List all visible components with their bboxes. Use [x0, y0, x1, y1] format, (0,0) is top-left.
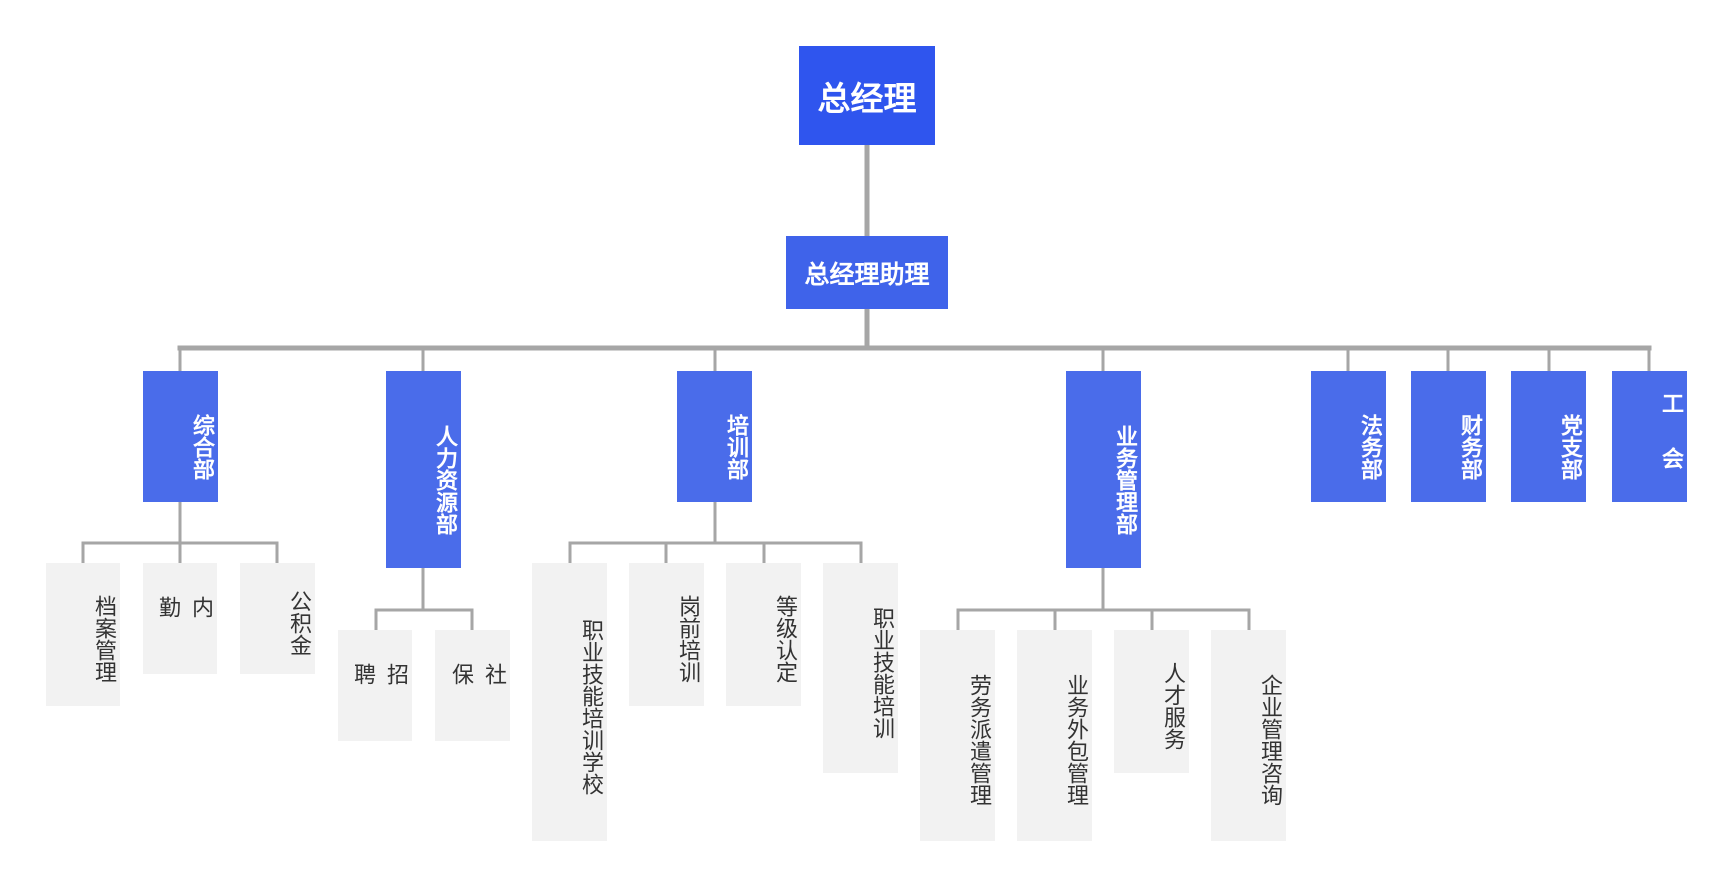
sub-recruitment[interactable]: 招聘	[338, 630, 412, 741]
general-manager-label: 总经理	[817, 78, 917, 118]
sub-label: 公积金	[286, 590, 311, 656]
assistant-box[interactable]: 总经理助理	[786, 236, 948, 309]
sub-pre-job-training[interactable]: 岗前培训	[629, 563, 704, 706]
sub-talent-services[interactable]: 人才服务	[1114, 630, 1189, 773]
sub-label: 岗前培训	[675, 595, 700, 683]
sub-label: 职业技能培训	[869, 606, 894, 739]
dept-label: 工会	[1658, 392, 1683, 502]
dept-label: 法务部	[1357, 414, 1382, 480]
dept-label: 财务部	[1457, 414, 1482, 480]
sub-archive-management[interactable]: 档案管理	[46, 563, 120, 706]
dept-label: 党支部	[1557, 414, 1582, 480]
dept-label: 培训部	[723, 414, 748, 480]
sub-vocational-school[interactable]: 职业技能培训学校	[532, 563, 607, 841]
sub-label: 企业管理咨询	[1257, 674, 1282, 806]
dept-legal[interactable]: 法务部	[1311, 371, 1386, 502]
dept-training[interactable]: 培训部	[677, 371, 752, 502]
dept-label: 综合部	[189, 414, 214, 480]
sub-business-outsourcing[interactable]: 业务外包管理	[1017, 630, 1092, 841]
sub-housing-fund[interactable]: 公积金	[240, 563, 315, 674]
dept-human-resources[interactable]: 人力资源部	[386, 371, 461, 568]
sub-labor-dispatch[interactable]: 劳务派遣管理	[920, 630, 995, 841]
general-manager-box[interactable]: 总经理	[799, 46, 935, 145]
sub-social-insurance[interactable]: 社保	[435, 630, 510, 741]
dept-business-management[interactable]: 业务管理部	[1066, 371, 1141, 568]
sub-enterprise-consulting[interactable]: 企业管理咨询	[1211, 630, 1286, 841]
dept-label: 人力资源部	[432, 425, 457, 535]
sub-label: 招聘	[350, 662, 408, 718]
sub-label: 等级认定	[772, 595, 797, 683]
sub-label: 社保	[448, 662, 506, 718]
assistant-label: 总经理助理	[804, 259, 930, 289]
dept-party-branch[interactable]: 党支部	[1511, 371, 1586, 502]
sub-label: 档案管理	[91, 595, 116, 683]
sub-label: 劳务派遣管理	[966, 674, 991, 806]
sub-level-certification[interactable]: 等级认定	[726, 563, 801, 706]
dept-label: 业务管理部	[1112, 425, 1137, 535]
sub-label: 职业技能培训学校	[578, 618, 603, 795]
dept-finance[interactable]: 财务部	[1411, 371, 1486, 502]
sub-label: 内勤	[155, 595, 213, 651]
sub-vocational-training[interactable]: 职业技能培训	[823, 563, 898, 773]
sub-label: 业务外包管理	[1063, 674, 1088, 806]
sub-office-duty[interactable]: 内勤	[143, 563, 217, 674]
dept-union[interactable]: 工会	[1612, 371, 1687, 502]
dept-general-affairs[interactable]: 综合部	[143, 371, 218, 502]
sub-label: 人才服务	[1160, 662, 1185, 750]
